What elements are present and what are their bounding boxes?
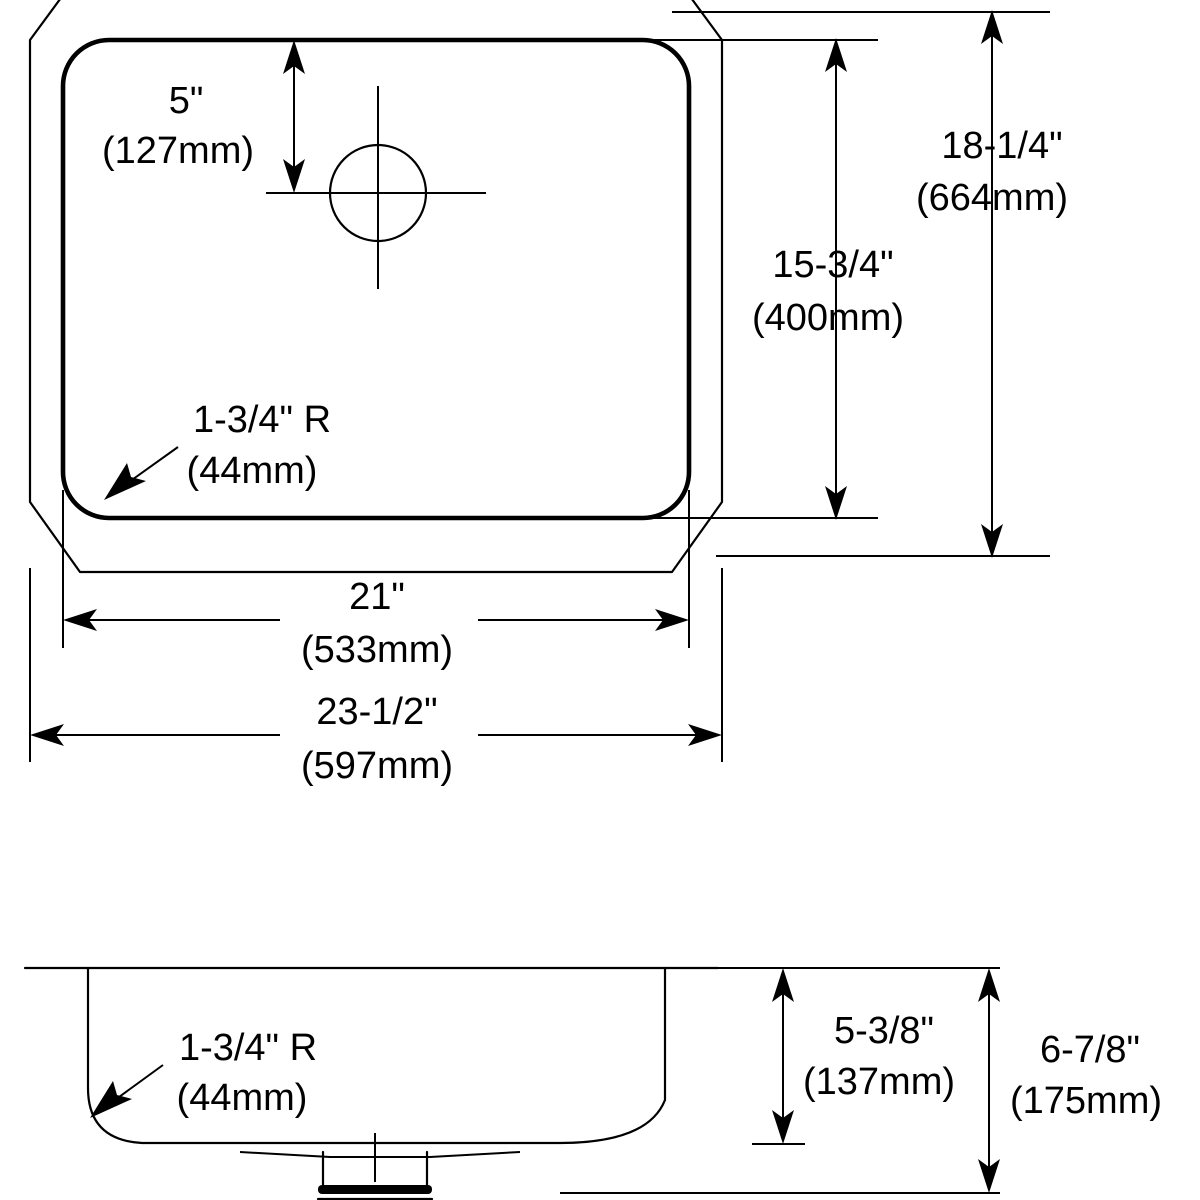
dim-bowl-depth-arrow-bottom — [825, 486, 847, 520]
dim-section-bowl-depth-arrow-top — [772, 968, 794, 1002]
label-section-overall-height-imperial: 6-7/8" — [1040, 1029, 1140, 1071]
dim-bowl-width-arrow-right — [655, 609, 689, 631]
radius-leader-arrowhead-top-view — [104, 463, 146, 500]
dim-section-overall-height-arrow-top — [978, 968, 1000, 1002]
label-section-bowl-depth-imperial: 5-3/8" — [834, 1010, 934, 1052]
dim-section-bowl-depth-arrow-bottom — [772, 1110, 794, 1144]
dim-5in-arrow-top — [283, 40, 305, 74]
label-bowl-depth-imperial: 15-3/4" — [772, 244, 893, 286]
label-bowl-width-metric: (533mm) — [301, 629, 453, 671]
label-section-bowl-depth-metric: (137mm) — [803, 1061, 955, 1103]
label-overall-width-imperial: 23-1/2" — [316, 691, 437, 733]
label-overall-depth-imperial: 18-1/4" — [941, 125, 1062, 167]
drain-flange-band — [318, 1185, 432, 1194]
label-faucet-offset-imperial: 5" — [169, 80, 204, 122]
label-corner-radius-imperial-top: 1-3/4" R — [193, 399, 331, 441]
label-bowl-width-imperial: 21" — [349, 576, 405, 618]
dim-bowl-depth-arrow-top — [825, 38, 847, 72]
dim-bowl-width-arrow-left — [63, 609, 97, 631]
top-view-labels: 5" (127mm) 1-3/4" R (44mm) 21" (533mm) 2… — [102, 80, 1068, 787]
top-view-geometry — [28, 0, 1050, 762]
dim-overall-depth-arrow-bottom — [981, 524, 1003, 558]
dim-5in-arrow-bottom — [283, 159, 305, 193]
dim-section-overall-height-arrow-bottom — [978, 1159, 1000, 1193]
label-overall-width-metric: (597mm) — [301, 745, 453, 787]
label-overall-depth-metric: (664mm) — [916, 177, 1068, 219]
dim-overall-width-arrow-left — [30, 724, 64, 746]
label-corner-radius-metric-top: (44mm) — [187, 450, 318, 492]
label-section-overall-height-metric: (175mm) — [1010, 1080, 1162, 1122]
section-view-geometry — [23, 966, 1000, 1200]
label-corner-radius-metric-section: (44mm) — [177, 1077, 308, 1119]
section-view-labels: 1-3/4" R (44mm) 5-3/8" (137mm) 6-7/8" (1… — [177, 1010, 1162, 1122]
label-bowl-depth-metric: (400mm) — [752, 297, 904, 339]
sink-bowl-outline — [60, 37, 692, 521]
label-corner-radius-imperial-section: 1-3/4" R — [179, 1027, 317, 1069]
sink-outer-rim — [28, 0, 724, 574]
dim-overall-width-arrow-right — [688, 724, 722, 746]
section-bowl-bottom-contour — [239, 1151, 521, 1158]
label-faucet-offset-metric: (127mm) — [102, 130, 254, 172]
radius-leader-arrowhead-section-view — [90, 1081, 132, 1118]
section-bowl-profile — [86, 966, 667, 1145]
dim-overall-depth-arrow-top — [981, 10, 1003, 44]
